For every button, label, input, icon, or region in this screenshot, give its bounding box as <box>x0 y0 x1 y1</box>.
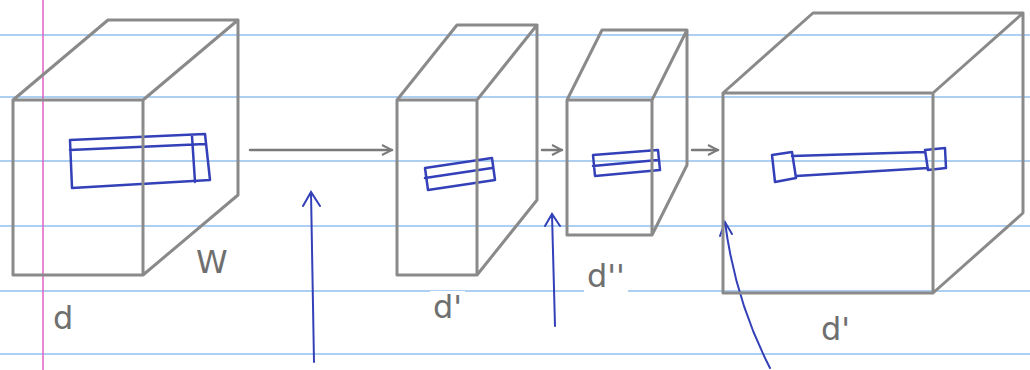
cube-edges <box>13 20 238 275</box>
flow-arrow <box>250 149 392 152</box>
flow-arrow <box>692 149 718 152</box>
blue-bars <box>70 134 946 190</box>
ruled-line <box>0 34 1030 35</box>
pointer-arrow <box>545 214 560 326</box>
pointer-arrows <box>303 192 770 368</box>
ruled-line <box>0 353 1030 354</box>
bar-sketch <box>70 134 210 188</box>
dimension-label: W <box>193 246 231 278</box>
dimension-label: d'' <box>584 260 628 292</box>
cube-outline <box>8 10 250 345</box>
cube-edges <box>567 30 687 235</box>
flow-arrow <box>542 149 562 152</box>
cube-edges <box>397 25 537 275</box>
ruled-line <box>0 160 1030 161</box>
cube-edges <box>723 13 1023 293</box>
bar-sketch <box>593 150 660 176</box>
dimension-label: d' <box>430 291 465 323</box>
bar-sketch <box>772 148 946 182</box>
ruled-lines <box>0 35 1030 354</box>
box-sketch: dW <box>8 10 250 345</box>
bar-sketch <box>425 158 495 190</box>
cube-outline <box>392 15 542 335</box>
box-sketch: d' <box>718 8 1026 358</box>
dimension-label: d' <box>818 313 853 345</box>
dimension-label: d <box>50 302 76 334</box>
box-sketch: d'' <box>562 20 692 310</box>
ruled-line <box>0 96 1030 97</box>
cube-outline <box>718 8 1026 358</box>
pointer-arrow <box>303 192 320 362</box>
pointer-arrow <box>720 222 770 368</box>
box-sketch: d' <box>392 15 542 335</box>
margin-line <box>42 0 44 370</box>
ruled-line <box>0 290 1030 291</box>
